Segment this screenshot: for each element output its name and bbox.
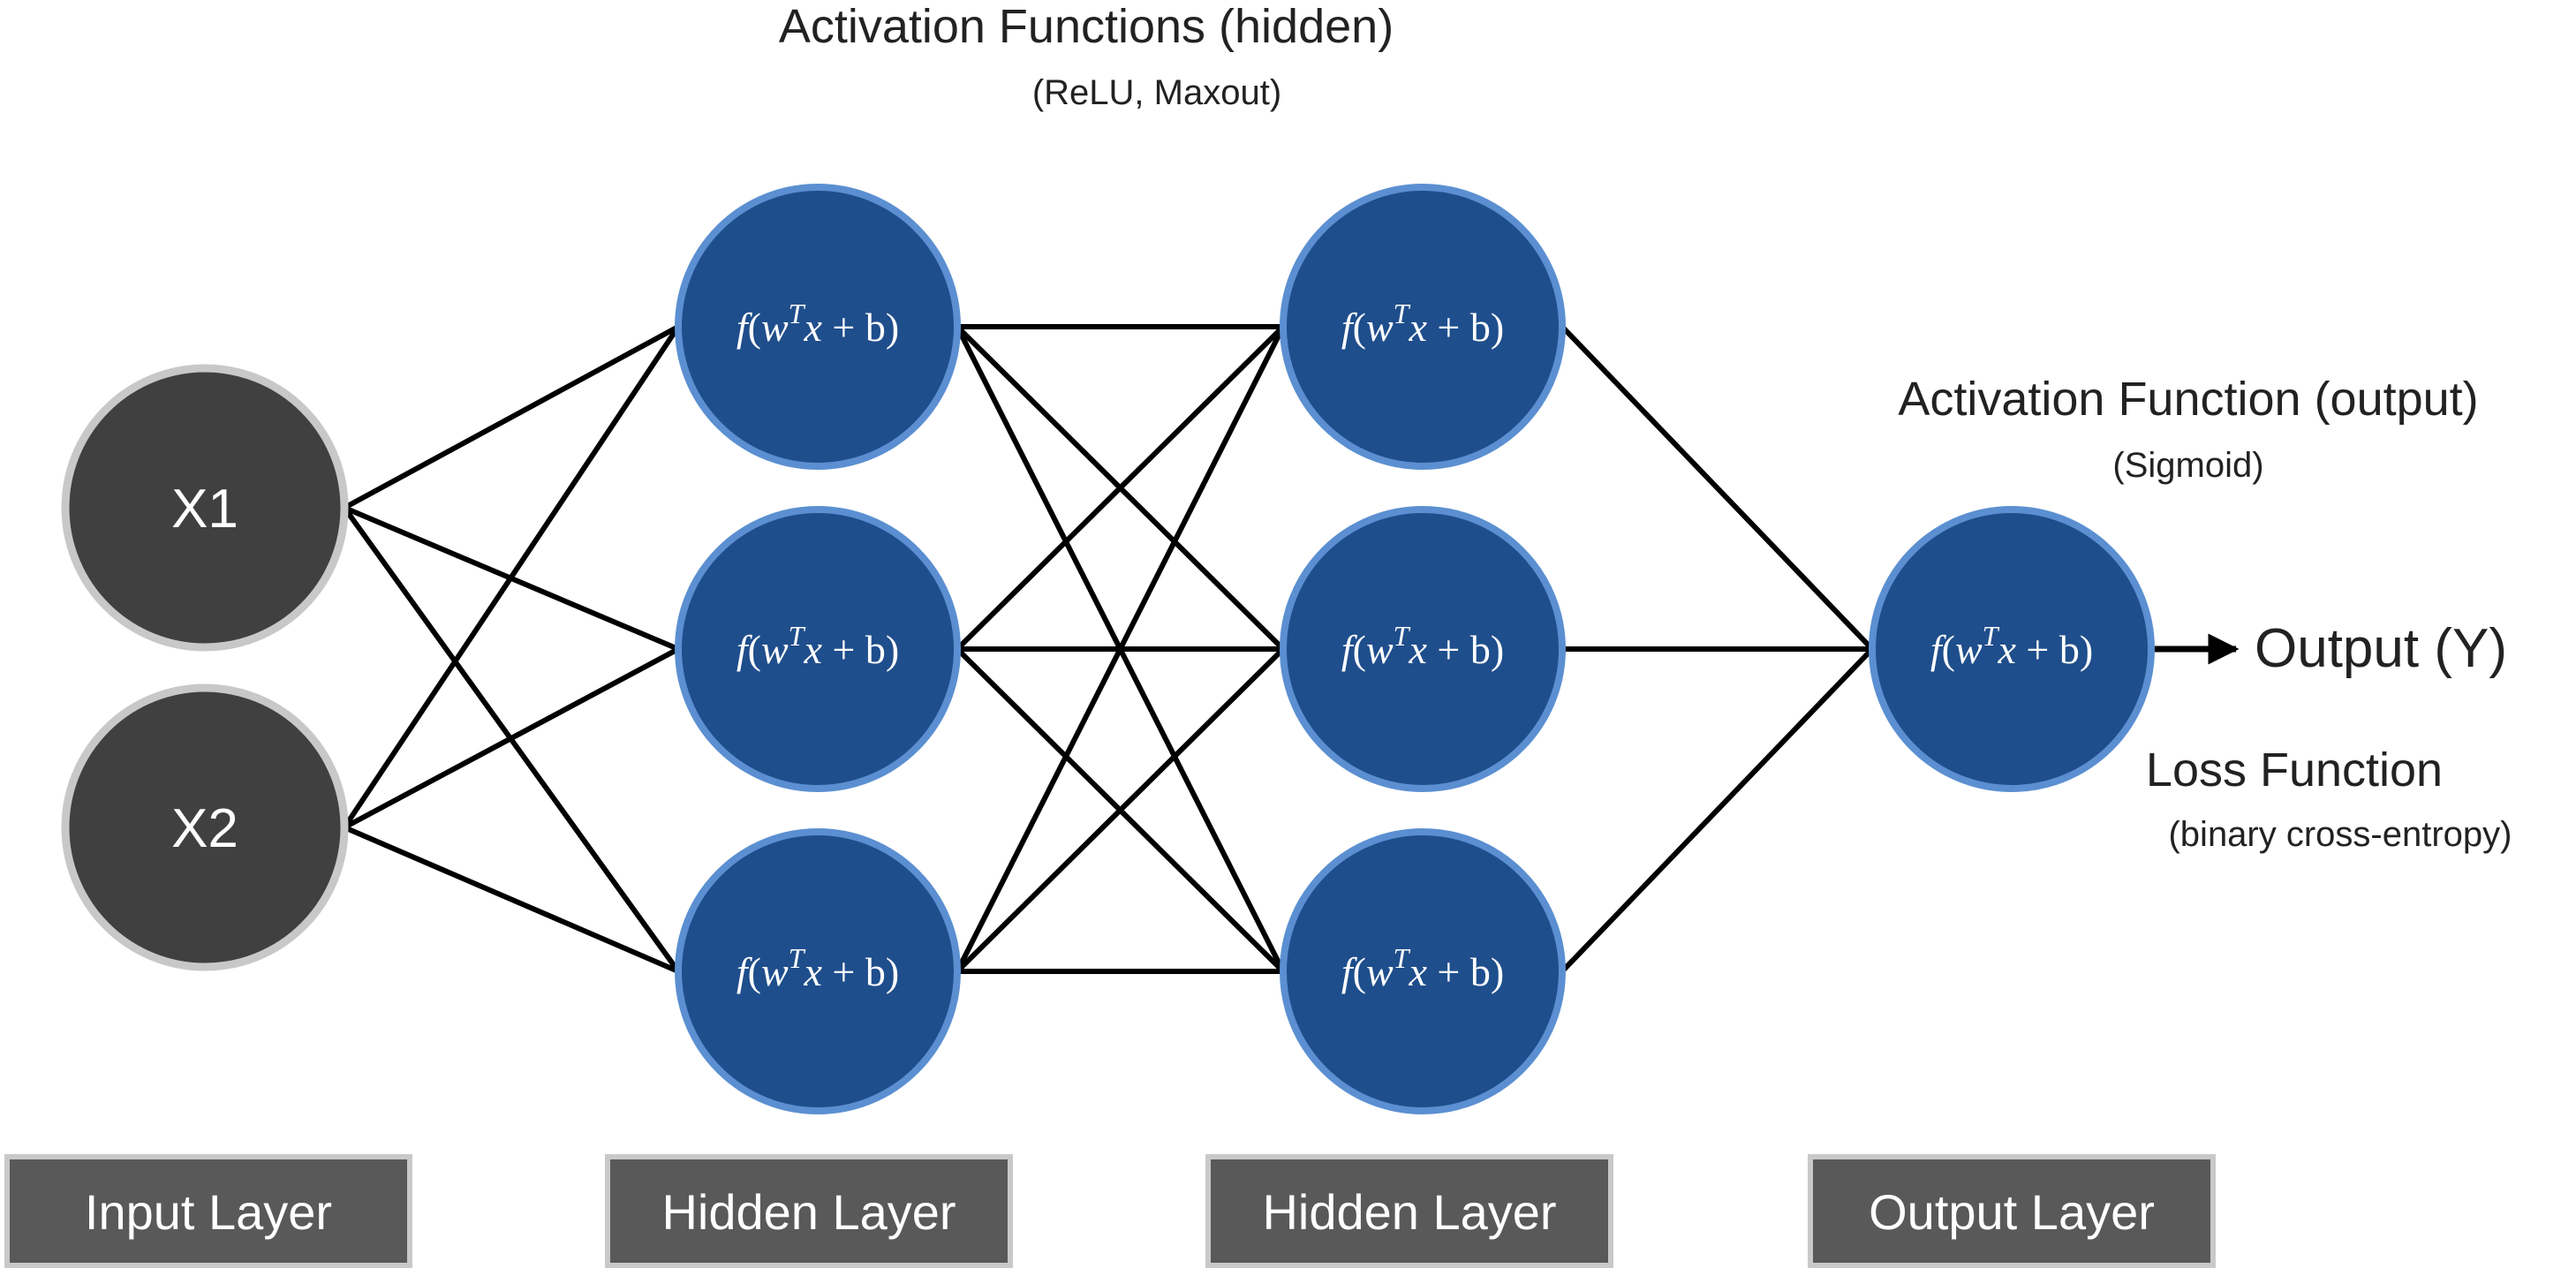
output-activation-title: Activation Function (output) [1898,373,2478,426]
output-neuron: f(wTx + b) [1869,506,2155,792]
connection-hidden2-output [1560,324,1875,652]
output-activation-example: (Sigmoid) [2112,446,2263,485]
layer-box-label: Output Layer [1869,1184,2155,1240]
layer-box-label: Hidden Layer [661,1184,956,1240]
hidden1-neuron-1: f(wTx + b) [675,184,961,470]
connection-input-hidden1 [343,324,680,510]
hidden-activation-examples: (ReLU, Maxout) [1032,73,1281,112]
hidden-layer-2-box: Hidden Layer [1205,1154,1613,1268]
neuron-circle [1280,506,1566,792]
input-node-circle [61,683,349,971]
neuron-circle [675,184,961,470]
loss-function-title: Loss Function [2146,744,2443,797]
loss-function-example: (binary cross-entropy) [2168,815,2512,854]
connection-hidden1-hidden2 [955,646,1286,974]
layer-box-background [605,1154,1013,1268]
input-node-label: X1 [171,479,238,540]
neuron-formula: f(wTx + b) [737,942,899,994]
neuron-circle [675,828,961,1114]
connection-hidden1-hidden2 [955,324,1286,652]
neuron-circle [1280,184,1566,470]
connection-input-hidden1 [343,825,680,974]
input-node-2: X2 [61,683,349,971]
neuron-formula: f(wTx + b) [1341,942,1504,994]
input-node-1: X1 [61,364,349,652]
layer-box-background [4,1154,412,1268]
connection-input-hidden1 [342,325,681,829]
hidden2-neuron-3: f(wTx + b) [1280,828,1566,1114]
layer-box-label: Hidden Layer [1262,1184,1556,1240]
hidden-layer-1-box: Hidden Layer [605,1154,1013,1268]
connection-hidden2-output [1560,646,1875,974]
input-node-circle [61,364,349,652]
hidden1-neuron-3: f(wTx + b) [675,828,961,1114]
layer-box-background [1808,1154,2216,1268]
neuron-formula: f(wTx + b) [737,620,899,672]
neuron-formula: f(wTx + b) [737,298,899,350]
hidden2-neuron-2: f(wTx + b) [1280,506,1566,792]
hidden2-neuron-1: f(wTx + b) [1280,184,1566,470]
neuron-circle [675,506,961,792]
layer-box-background [1205,1154,1613,1268]
layer-box-label: Input Layer [85,1184,332,1240]
neuron-circle [1869,506,2155,792]
neuron-formula: f(wTx + b) [1341,298,1504,350]
connection-input-hidden1 [343,646,680,830]
input-node-label: X2 [171,798,238,859]
neuron-formula: f(wTx + b) [1930,620,2093,672]
connection-hidden1-hidden2 [955,325,1286,973]
connections [342,324,1875,974]
layer-labels: Input Layer Hidden Layer Hidden Layer Outpu… [4,1154,2216,1268]
hidden-activation-title: Activation Functions (hidden) [779,0,1394,53]
input-layer-box: Input Layer [4,1154,412,1268]
neuron-formula: f(wTx + b) [1341,620,1504,672]
hidden1-neuron-2: f(wTx + b) [675,506,961,792]
output-layer-box: Output Layer [1808,1154,2216,1268]
output-label: Output (Y) [2255,618,2507,679]
neuron-circle [1280,828,1566,1114]
